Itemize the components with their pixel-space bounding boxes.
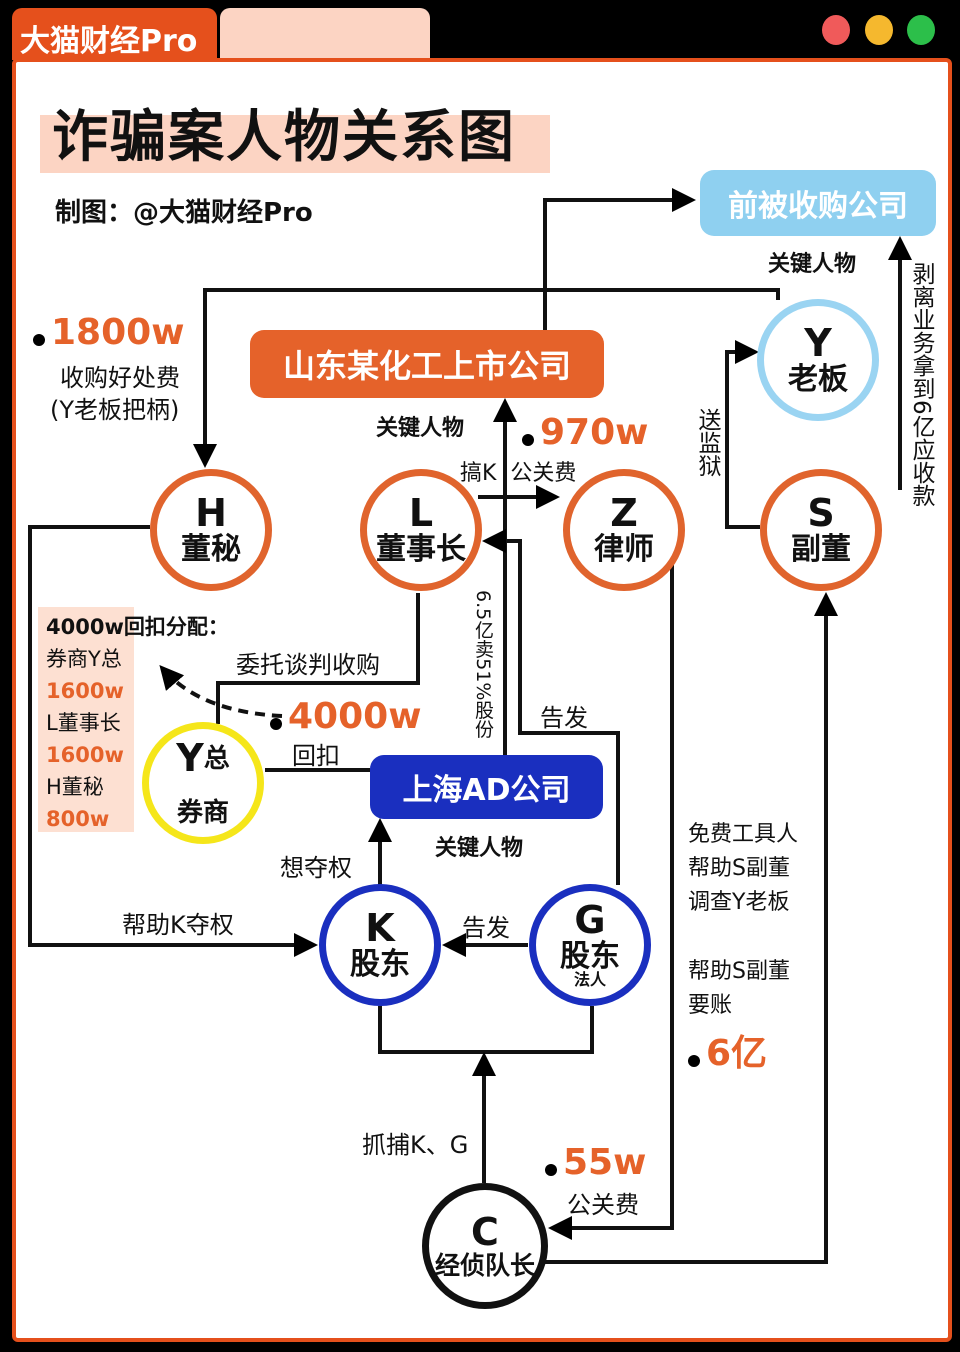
node-letter: H [195, 491, 227, 536]
line-listed-to-target [543, 188, 696, 330]
note-970: 搞K 公关费 [460, 461, 577, 486]
listed-company-box[interactable]: 山东某化工上市公司 [250, 330, 604, 398]
amount-55: 55w [545, 1142, 646, 1183]
blank-tab[interactable] [220, 8, 430, 58]
amount-970: 970w [522, 412, 648, 453]
page-title: 诈骗案人物关系图 [52, 105, 516, 170]
line-g-report-l [482, 529, 620, 885]
node-letter: G [574, 897, 606, 942]
distribution-who: L董事长 [46, 711, 121, 735]
node-letter: K [365, 906, 395, 951]
node-role: 副董 [791, 532, 851, 568]
label-tool: 免费工具人帮助S副董调查Y老板 [688, 818, 798, 920]
brand-tab[interactable]: 大猫财经Pro [12, 8, 217, 60]
line-c-to-s [545, 592, 838, 1264]
ad-company-box[interactable]: 上海AD公司 [370, 755, 603, 819]
line-z-to-c [548, 565, 674, 1240]
key-person-label: 关键人物 [435, 836, 524, 861]
note-55: 公关费 [567, 1191, 639, 1219]
node-letter: S [807, 491, 835, 536]
node-role: 老板 [788, 362, 848, 398]
label-entrust: 委托谈判收购 [236, 651, 380, 679]
line-k-g-join [378, 1006, 594, 1054]
tool-line: 帮助S副董 [688, 856, 790, 881]
label-seize-power: 想夺权 [280, 854, 352, 882]
node-letter: L [408, 491, 434, 536]
line-h-help-k [28, 525, 318, 957]
title-highlight [40, 115, 550, 173]
debt-line: 帮助S副董 [688, 959, 790, 984]
maximize-dot[interactable] [907, 15, 935, 45]
distribution-amount: 1600w [46, 679, 124, 703]
distribution-amount: 800w [46, 807, 110, 831]
label-report: 告发 [462, 914, 510, 942]
note-1800: 收购好处费 [60, 364, 180, 392]
debt-line: 要账 [688, 993, 733, 1018]
amount-6: 6亿 [688, 1024, 767, 1076]
credit: 制图：@大猫财经Pro [55, 198, 313, 228]
dashed-kickback-arrow [159, 664, 283, 718]
label-report: 告发 [540, 704, 588, 732]
node-role: 律师 [594, 532, 654, 568]
amount-1800: 1800w [33, 312, 184, 353]
tool-line: 免费工具人 [688, 822, 799, 847]
label-debt: 帮助S副董要账 [688, 955, 790, 1023]
key-person-label: 关键人物 [376, 416, 465, 441]
node-letter: Y [176, 736, 204, 781]
distribution-amount: 1600w [46, 743, 124, 767]
close-dot[interactable] [822, 15, 850, 45]
node-letter: Y [804, 321, 832, 366]
distribution-who: H董秘 [46, 775, 104, 799]
node-role: 经侦队长 [434, 1250, 535, 1280]
tool-line: 调查Y老板 [688, 890, 790, 915]
node-letter: C [471, 1209, 499, 1254]
amount-4000: 4000w [270, 696, 421, 737]
distribution-who: 券商Y总 [46, 647, 122, 671]
label-strip-business: 剥离业务拿到6亿应收款 [908, 262, 934, 507]
label-help-k: 帮助K夺权 [122, 911, 234, 939]
line-s-to-yboss [725, 340, 760, 529]
node-letter: Z [610, 491, 638, 536]
node-sub: 法人 [573, 970, 606, 990]
target-company-box[interactable]: 前被收购公司 [700, 170, 936, 236]
label-arrest: 抓捕K、G [362, 1131, 469, 1159]
node-role: 总 [203, 743, 230, 774]
node-role: 股东 [560, 938, 620, 974]
node-role: 董秘 [181, 532, 241, 568]
node-role: 董事长 [376, 532, 466, 568]
note-1800-sub: (Y老板把柄) [50, 396, 180, 424]
label-sell-shares: 6.5亿卖51%股份 [472, 590, 494, 739]
line-yboss-to-h [193, 288, 780, 468]
kickback-distribution: 4000w回扣分配： 券商Y总 1600w L董事长 1600w H董秘 800… [38, 607, 229, 832]
node-role: 股东 [350, 947, 410, 983]
label-kickback: 回扣 [292, 742, 340, 770]
label-send-prison: 送监狱 [694, 408, 720, 477]
node-role: 券商 [176, 797, 229, 828]
line-l-entrust-y [216, 593, 420, 724]
key-person-label: 关键人物 [768, 252, 857, 277]
distribution-title: 4000w回扣分配： [46, 611, 229, 643]
minimize-dot[interactable] [865, 15, 893, 45]
